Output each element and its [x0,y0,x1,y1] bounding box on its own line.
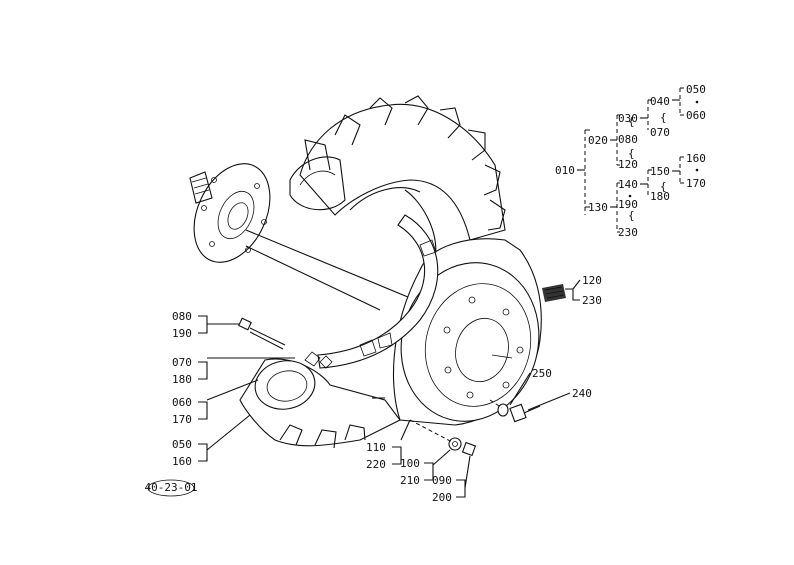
rim-band [317,214,439,369]
callout-070: 070 [172,356,192,369]
tree-node-060: 060 [686,109,706,122]
callout-220: 220 [366,458,386,471]
wheel-cover [239,351,401,449]
callout-060: 060 [172,396,192,409]
tree-node-140: 140 [618,178,638,191]
tree-node-030: 030 [618,112,638,125]
tree-node-190: 190 [618,198,638,211]
tree-node-180: 180 [650,190,670,203]
callout-200: 200 [432,491,452,504]
callout-080: 080 [172,310,192,323]
bolt-080 [238,317,286,350]
wheel-disc [392,238,542,426]
tree-node-020: 020 [588,134,608,147]
tree-node-010: 010 [555,164,575,177]
axle-line [245,229,421,303]
bolt-240 [489,399,541,423]
tire-tread [289,95,506,241]
hub-flange [189,163,271,263]
callout-120: 120 [582,274,602,287]
label-decal [542,284,566,302]
tree-node-070: 070 [650,126,670,139]
callout-160: 160 [172,455,192,468]
callout-180: 180 [172,373,192,386]
svg-text:{: { [628,147,635,160]
tree-node-050: 050 [686,83,706,96]
tree-node-170: 170 [686,177,706,190]
tree-node-150: 150 [650,165,670,178]
callout-230: 230 [582,294,602,307]
diagram-id-stamp: 40-23-01 [145,479,198,497]
tree-node-040: 040 [650,95,670,108]
callout-050: 050 [172,438,192,451]
leaders-left [198,279,581,498]
svg-text:{: { [660,111,667,124]
callout-090: 090 [432,474,452,487]
tree-node-160: 160 [686,152,706,165]
tree-node-230: 230 [618,226,638,239]
callout-100: 100 [400,457,420,470]
callout-250: 250 [532,367,552,380]
svg-text:{: { [628,209,635,222]
callout-210: 210 [400,474,420,487]
tree-node-080: 080 [618,133,638,146]
svg-text:{: { [628,115,635,128]
nut-100 [409,419,477,457]
callout-190: 190 [172,327,192,340]
callout-240: 240 [572,387,592,400]
tree-node-120: 120 [618,158,638,171]
part-hierarchy-tree: { { { { { [577,87,699,233]
svg-text:{: { [660,180,667,193]
diagram-id-text: 40-23-01 [145,481,198,494]
tree-node-130: 130 [588,201,608,214]
callout-110: 110 [366,441,386,454]
callout-170: 170 [172,413,192,426]
